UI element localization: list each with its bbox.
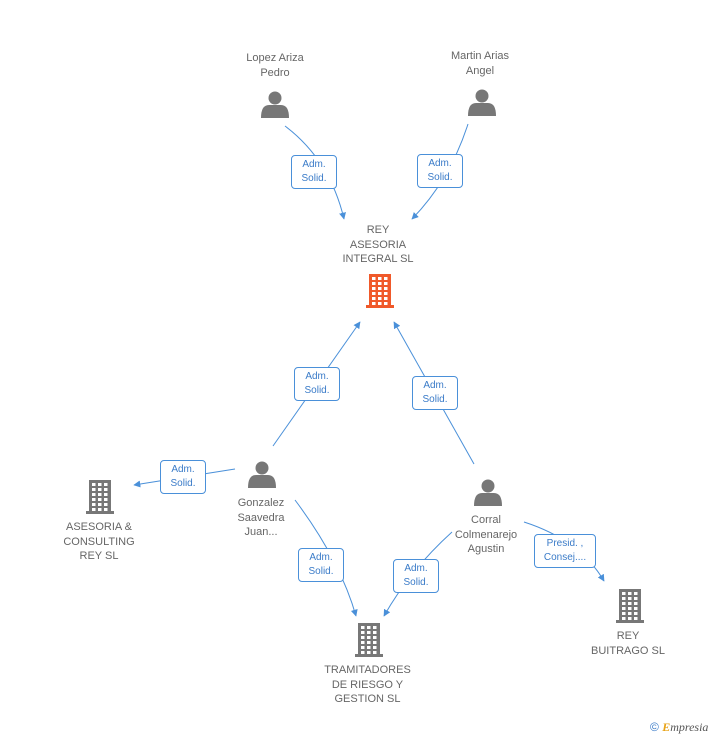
person-icon[interactable]: [468, 89, 496, 117]
edge-label-gonzalez-asesoria[interactable]: Adm. Solid.: [160, 460, 206, 494]
building-icon[interactable]: [366, 274, 394, 308]
edge-label-lopez-rey[interactable]: Adm. Solid.: [291, 155, 337, 189]
edge-label-corral-buitrago[interactable]: Presid. , Consej....: [534, 534, 596, 568]
person-icon[interactable]: [474, 479, 502, 507]
copyright-icon: ©: [650, 720, 659, 734]
node-label-asesoria-consulting[interactable]: ASESORIA & CONSULTING REY SL: [63, 521, 135, 562]
person-icon[interactable]: [261, 91, 289, 119]
node-label-martin[interactable]: Martin Arias Angel: [450, 50, 510, 77]
footer-brand: © Empresia: [650, 720, 708, 735]
node-label-lopez[interactable]: Lopez Ariza Pedro: [246, 52, 304, 79]
building-icon[interactable]: [616, 589, 644, 623]
brand-logo: Empresia: [662, 720, 709, 734]
person-icon[interactable]: [248, 461, 276, 489]
node-label-tramitadores[interactable]: TRAMITADORES DE RIESGO Y GESTION SL: [324, 664, 411, 705]
edge-label-corral-tramitadores[interactable]: Adm. Solid.: [393, 559, 439, 593]
building-icon[interactable]: [86, 480, 114, 514]
edge-label-corral-rey[interactable]: Adm. Solid.: [412, 376, 458, 410]
node-label-rey-buitrago[interactable]: REY BUITRAGO SL: [591, 630, 665, 657]
edge-label-martin-rey[interactable]: Adm. Solid.: [417, 154, 463, 188]
node-label-corral[interactable]: Corral Colmenarejo Agustin: [454, 514, 518, 555]
building-icon[interactable]: [355, 623, 383, 657]
node-label-gonzalez[interactable]: Gonzalez Saavedra Juan...: [237, 497, 285, 538]
edge-label-gonzalez-rey[interactable]: Adm. Solid.: [294, 367, 340, 401]
node-label-rey-asesoria[interactable]: REY ASESORIA INTEGRAL SL: [342, 224, 414, 265]
edge-label-gonzalez-tramitadores[interactable]: Adm. Solid.: [298, 548, 344, 582]
